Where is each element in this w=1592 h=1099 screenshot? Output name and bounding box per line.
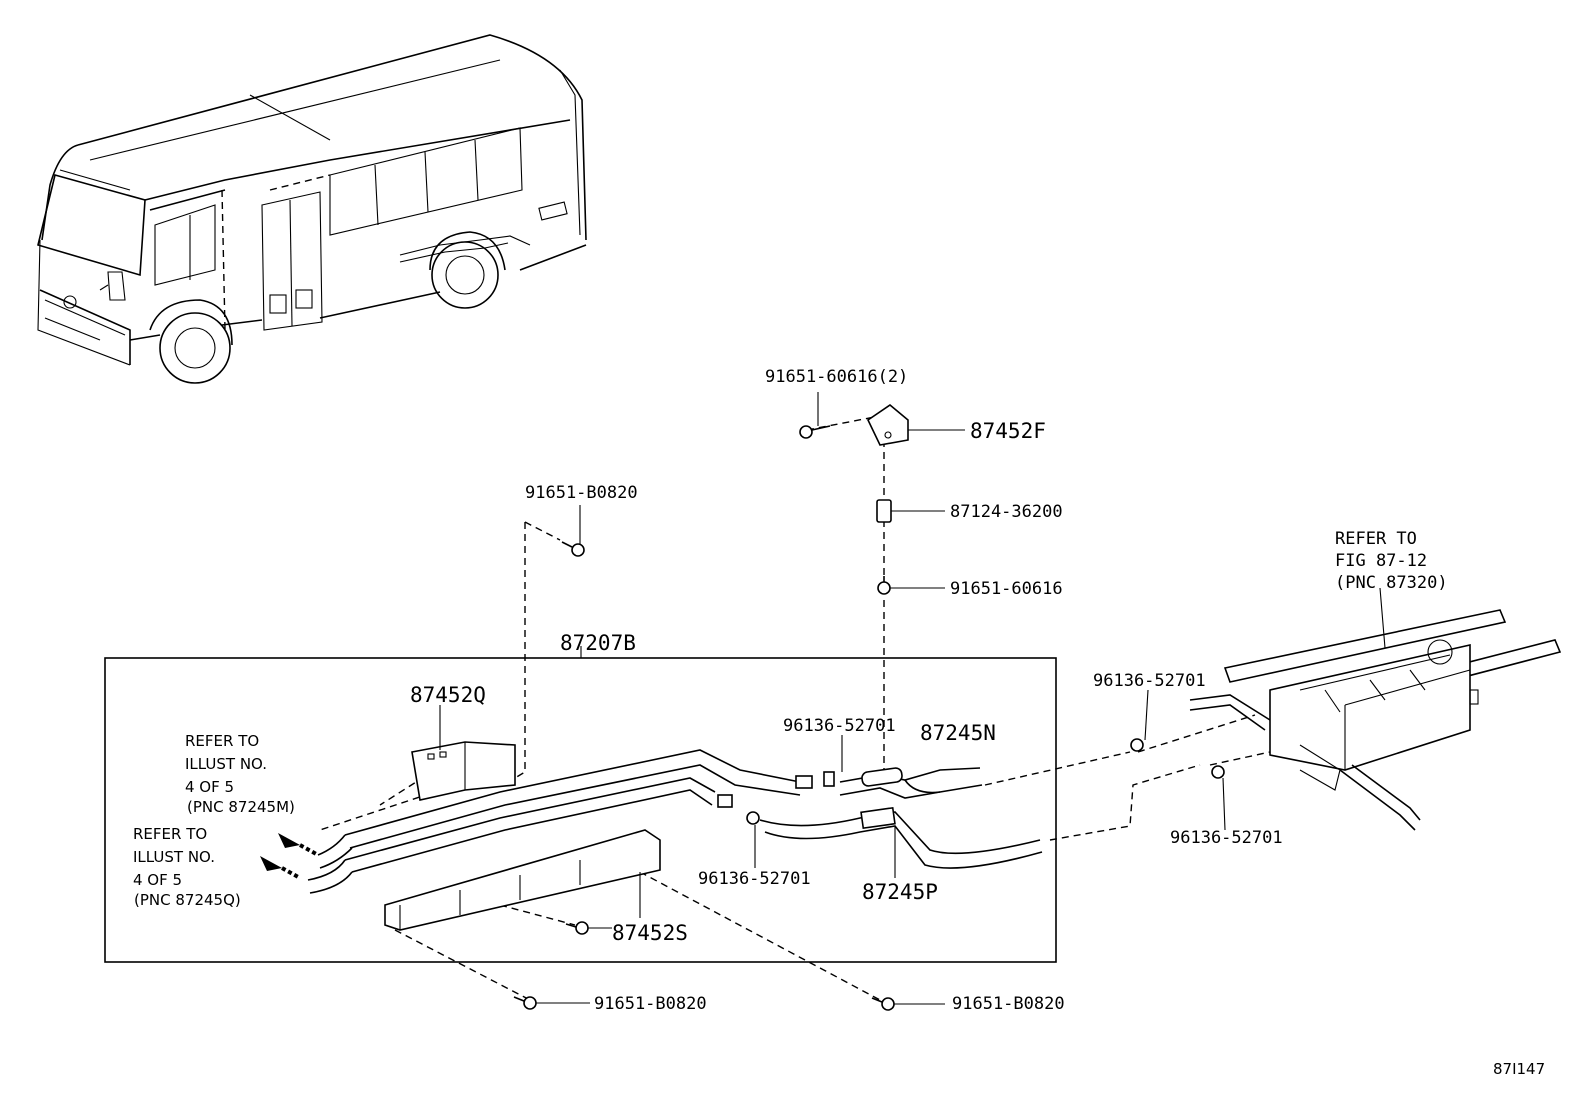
- label-bracket-f[interactable]: 87452F: [970, 419, 1046, 443]
- note-refer-fig-line1: REFER TO: [1335, 529, 1417, 549]
- label-bracket-s[interactable]: 87452S: [612, 921, 688, 945]
- note-refer-q-line1: REFER TO: [133, 825, 207, 843]
- label-hose-n[interactable]: 87245N: [920, 721, 996, 745]
- note-refer-fig-line2: FIG 87-12: [1335, 551, 1427, 571]
- figure-id: 87I147: [1493, 1060, 1545, 1078]
- flow-arrows: [260, 833, 319, 880]
- bracket-87452S: [384, 829, 661, 931]
- bracket-87452Q: [411, 741, 516, 801]
- note-refer-q-line4: (PNC 87245Q): [134, 891, 241, 909]
- label-bolt-b0820-left[interactable]: 91651-B0820: [594, 994, 707, 1014]
- note-refer-m-line3: 4 OF 5: [185, 778, 234, 796]
- label-bracket-q[interactable]: 87452Q: [410, 683, 486, 707]
- label-clamp-right-upper[interactable]: 96136-52701: [1093, 671, 1206, 691]
- note-refer-fig-line3: (PNC 87320): [1335, 573, 1448, 593]
- bracket-87452F: [866, 403, 909, 446]
- label-hose-p[interactable]: 87245P: [862, 880, 938, 904]
- label-clamp-valve[interactable]: 87124-36200: [950, 502, 1063, 522]
- note-refer-q-line2: ILLUST NO.: [133, 848, 215, 866]
- note-refer-m-line4: (PNC 87245M): [187, 798, 295, 816]
- label-bolt-top[interactable]: 91651-60616(2): [765, 367, 908, 387]
- label-clamp-center[interactable]: 96136-52701: [783, 716, 896, 736]
- label-clamp-right-lower[interactable]: 96136-52701: [1170, 828, 1283, 848]
- fasteners: [513, 425, 1225, 1011]
- leader-lines: [439, 392, 1386, 1005]
- heater-unit: [1189, 609, 1562, 831]
- note-refer-m-line1: REFER TO: [185, 732, 259, 750]
- bus-illustration: [37, 34, 587, 384]
- hoses: [307, 749, 1043, 894]
- refer-notes: REFER TO ILLUST NO. 4 OF 5 (PNC 87245M) …: [133, 529, 1448, 909]
- part-labels: 91651-60616(2) 87452F 87124-36200 91651-…: [410, 367, 1283, 1014]
- label-bolt-b0820-top[interactable]: 91651-B0820: [525, 483, 638, 503]
- label-bolt-b0820-right[interactable]: 91651-B0820: [952, 994, 1065, 1014]
- label-clamp-lower[interactable]: 96136-52701: [698, 869, 811, 889]
- note-refer-q-line3: 4 OF 5: [133, 871, 182, 889]
- label-assembly[interactable]: 87207B: [560, 631, 636, 655]
- note-refer-m-line2: ILLUST NO.: [185, 755, 267, 773]
- label-bolt-mid[interactable]: 91651-60616: [950, 579, 1063, 599]
- assembly-frame-87207B: [104, 646, 1057, 963]
